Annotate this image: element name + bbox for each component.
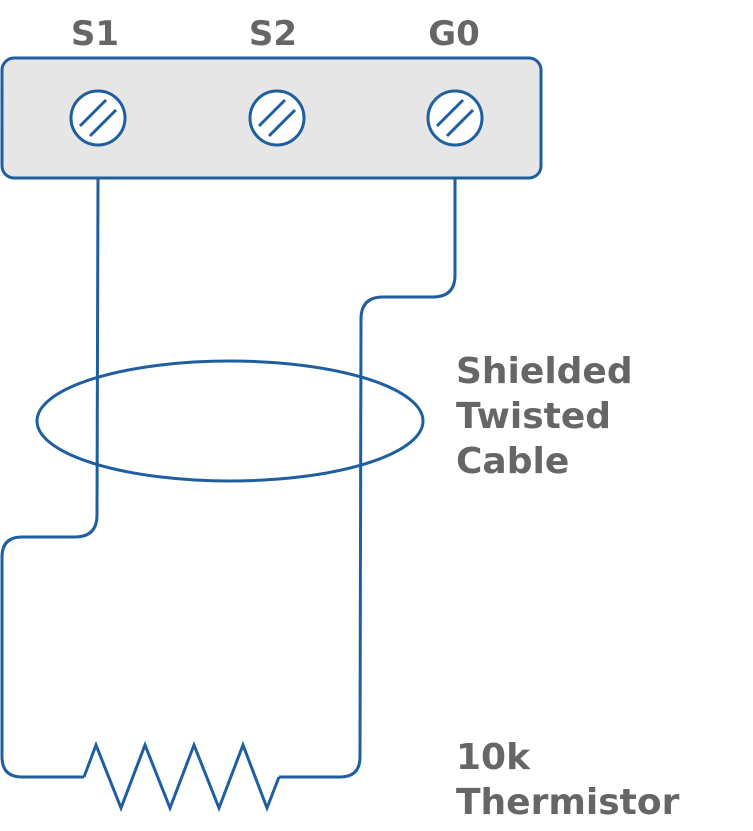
screw-icon-g0	[426, 89, 484, 147]
terminal-label-g0: G0	[428, 14, 480, 54]
thermistor-symbol	[82, 740, 281, 813]
thermistor-label-line1: 10k	[456, 737, 531, 778]
thermistor-label-line2: Thermistor	[456, 782, 680, 823]
cable-label: Shielded Twisted Cable	[456, 349, 633, 484]
screw-icon-s2	[248, 89, 306, 147]
cable-label-line3: Cable	[456, 441, 570, 482]
wire-g0	[279, 178, 457, 779]
cable-label-line2: Twisted	[456, 396, 612, 437]
cable-shield-ellipse	[35, 359, 425, 483]
thermistor-label: 10k Thermistor	[456, 735, 679, 825]
wire-s1	[0, 177, 100, 779]
cable-label-line1: Shielded	[456, 351, 633, 392]
terminal-label-s2: S2	[248, 14, 298, 54]
terminal-label-s1: S1	[70, 14, 120, 54]
screw-icon-s1	[69, 89, 127, 147]
